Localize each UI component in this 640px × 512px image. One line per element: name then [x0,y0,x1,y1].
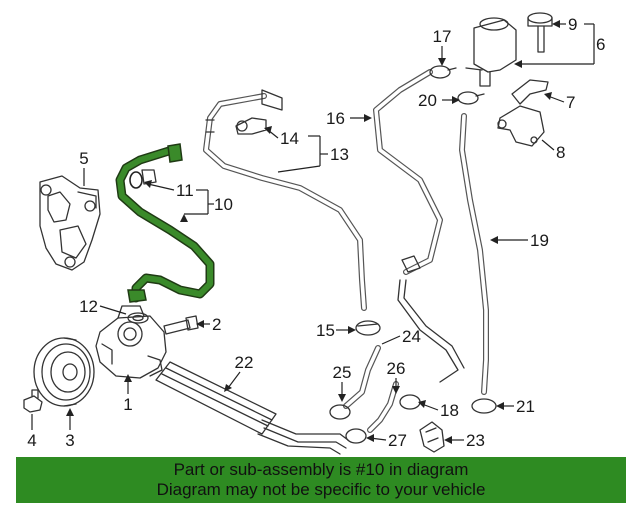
callout-21[interactable]: 21 [516,397,535,416]
pressure-hose-part-10[interactable] [115,143,215,303]
bracket-part-23[interactable] [419,421,445,453]
callout-18[interactable]: 18 [440,401,459,420]
callout-22[interactable]: 22 [235,353,254,372]
callout-15[interactable]: 15 [316,321,335,340]
pump-bolt-part-2[interactable] [163,315,199,335]
callout-7[interactable]: 7 [566,93,575,112]
power-steering-pump-part-1[interactable] [95,305,167,379]
reservoir-part-6[interactable] [465,17,517,87]
callout-3[interactable]: 3 [65,431,74,450]
callout-14[interactable]: 14 [280,129,299,148]
callout-24[interactable]: 24 [402,327,421,346]
callout-labels: 1 2 3 4 5 6 7 8 9 10 [27,15,605,450]
callout-10-highlighted[interactable]: 10 [214,195,233,214]
callout-27[interactable]: 27 [388,431,407,450]
reservoir-hose-part-16[interactable] [373,69,443,275]
banner-line-disclaimer: Diagram may not be specific to your vehi… [156,480,486,499]
callout-13[interactable]: 13 [330,145,349,164]
hose-part-24[interactable] [343,345,381,409]
clamp-part-25[interactable] [329,404,351,420]
callout-1[interactable]: 1 [123,395,132,414]
hose-part-26[interactable] [367,381,399,433]
banner-line-part-info: Part or sub-assembly is #10 in diagram [173,460,469,479]
o-ring-part-12[interactable] [127,312,149,324]
return-line-part-13[interactable] [203,89,367,311]
callout-4[interactable]: 4 [27,431,36,450]
pump-pulley-part-3[interactable] [33,337,95,407]
callout-5[interactable]: 5 [79,149,88,168]
pulley-bolt-part-4[interactable] [23,389,43,413]
callout-6[interactable]: 6 [596,35,605,54]
return-line-fitting-part-14[interactable] [235,117,267,135]
clamp-part-17[interactable] [429,65,457,79]
callout-11[interactable]: 11 [176,181,194,200]
callout-12[interactable]: 12 [79,297,98,316]
callout-25[interactable]: 25 [333,363,352,382]
callout-2[interactable]: 2 [212,315,221,334]
callout-9[interactable]: 9 [568,15,577,34]
suction-hose-part-19[interactable] [397,113,489,395]
oil-cooler-part-22[interactable] [155,361,349,455]
clamp-part-18[interactable] [399,394,421,410]
callout-20[interactable]: 20 [418,91,437,110]
info-banner: Part or sub-assembly is #10 in diagram D… [16,457,626,503]
bracket-part-8[interactable] [497,105,545,147]
callout-19[interactable]: 19 [530,231,549,250]
pump-bracket-part-5[interactable] [39,175,101,271]
callout-17[interactable]: 17 [433,27,452,46]
clamp-part-27[interactable] [345,428,367,444]
reservoir-cap-part-9[interactable] [527,12,553,53]
clamp-part-20[interactable] [457,91,485,105]
callout-26[interactable]: 26 [387,359,406,378]
bracket-part-7[interactable] [511,79,549,105]
clamp-part-15[interactable] [355,320,381,336]
callout-16[interactable]: 16 [326,109,345,128]
callout-23[interactable]: 23 [466,431,485,450]
o-ring-part-11[interactable] [129,169,157,189]
callout-8[interactable]: 8 [556,143,565,162]
clamp-part-21[interactable] [471,398,497,414]
